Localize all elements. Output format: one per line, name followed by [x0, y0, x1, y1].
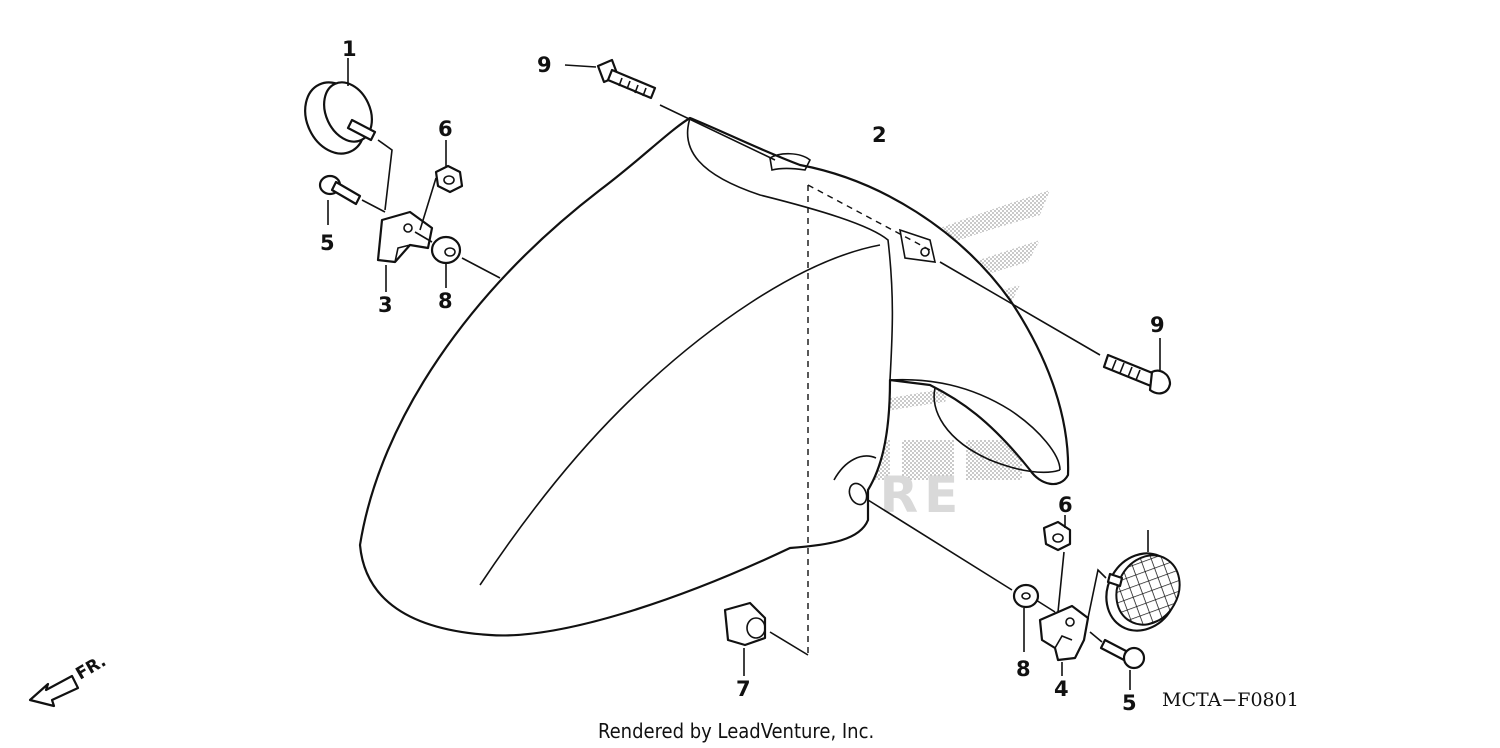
leader-6-right	[1057, 515, 1066, 613]
center-dashed-line	[807, 184, 931, 655]
callout-3: 3	[378, 293, 393, 317]
callout-6-left: 6	[438, 117, 453, 141]
reflector-1-right	[1105, 552, 1181, 632]
callout-9-top: 9	[537, 53, 552, 77]
callout-6-right: 6	[1058, 493, 1073, 517]
diagram-code: MCTA−F0801	[1162, 689, 1299, 711]
screw-5-right	[1099, 638, 1146, 670]
callout-1-left: 1	[342, 37, 357, 61]
leader-6-left	[419, 140, 447, 231]
leader-5-right	[1089, 631, 1131, 690]
callout-9-right: 9	[1150, 313, 1165, 337]
leader-8-right	[867, 499, 1056, 652]
credit-line: Rendered by LeadVenture, Inc.	[598, 719, 874, 743]
bracket-3	[376, 210, 434, 264]
front-direction-arrow: FR.	[28, 651, 110, 708]
leader-5-left	[327, 199, 386, 225]
callout-5-right: 5	[1122, 691, 1137, 715]
leader-1-right	[1087, 530, 1149, 619]
callout-4: 4	[1054, 677, 1069, 701]
cap-1-left	[304, 81, 377, 155]
callout-8-right: 8	[1016, 657, 1031, 681]
screw-5-left	[318, 174, 362, 206]
leader-9-right	[939, 261, 1161, 370]
clip-7	[723, 601, 767, 647]
callout-8-left: 8	[438, 289, 453, 313]
leader-8-left	[414, 231, 501, 288]
nut-8-right	[1012, 583, 1040, 609]
front-direction-label: FR.	[73, 651, 110, 684]
leader-7	[743, 631, 809, 676]
bolt-9-right	[1102, 353, 1172, 395]
nut-6-right	[1042, 520, 1072, 552]
nut-6-left	[434, 164, 464, 194]
callout-5-left: 5	[320, 231, 335, 255]
nut-8-left	[430, 235, 462, 265]
callout-2: 2	[872, 123, 887, 147]
leader-1-left	[347, 58, 393, 211]
bracket-4	[1038, 604, 1090, 662]
bolt-9-top	[596, 58, 657, 100]
front-fender	[358, 116, 1070, 637]
leader-9-top	[564, 64, 776, 161]
callout-7: 7	[736, 677, 751, 701]
